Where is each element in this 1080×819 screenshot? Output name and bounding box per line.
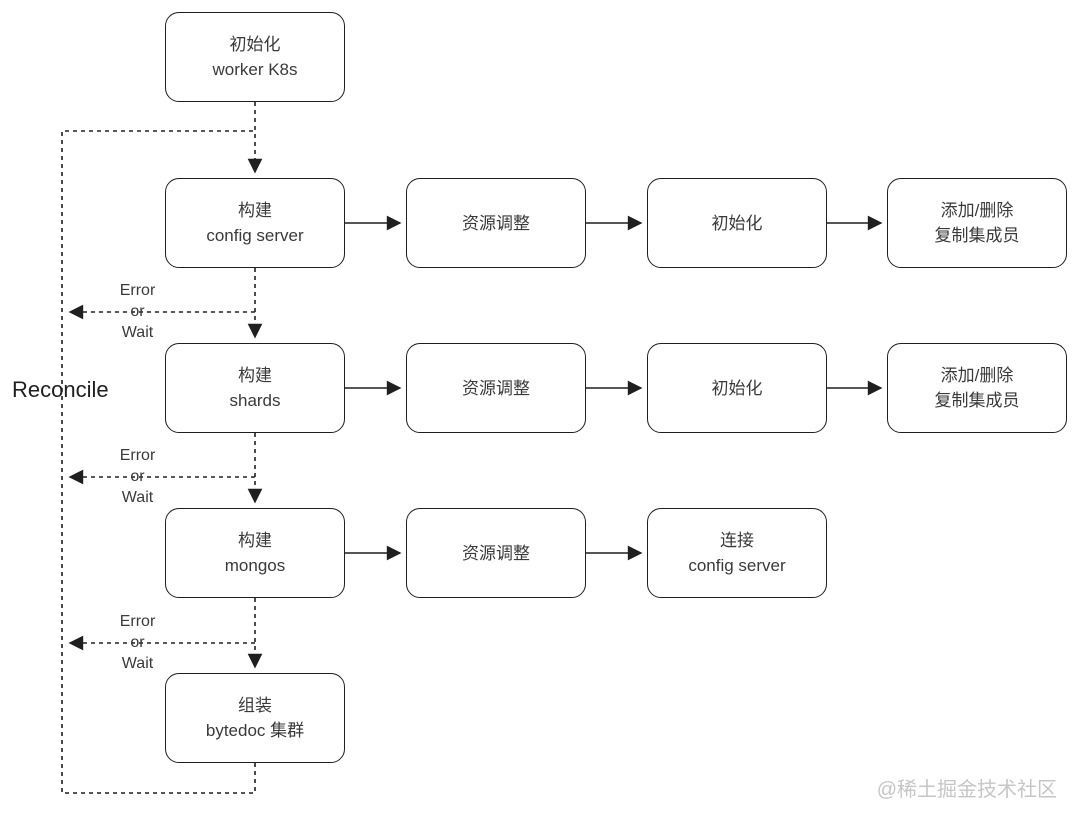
node-label: shards: [229, 391, 281, 410]
node-label: 复制集成员: [934, 391, 1020, 410]
reconcile-loop-line: [61, 130, 256, 794]
node-assemble-bytedoc: 组装 bytedoc 集群: [165, 673, 345, 763]
edge-label-line: or: [130, 303, 145, 320]
node-label: 构建: [238, 366, 272, 385]
node-label: bytedoc 集群: [205, 721, 305, 740]
node-connect-config-server: 连接 config server: [647, 508, 827, 598]
node-build-mongos: 构建 mongos: [165, 508, 345, 598]
edge-label-line: Error: [119, 613, 156, 630]
edge-label-line: Wait: [121, 324, 154, 341]
edge-label-line: Wait: [121, 489, 154, 506]
node-build-shards: 构建 shards: [165, 343, 345, 433]
node-label: 构建: [238, 201, 272, 220]
node-label: config server: [688, 556, 786, 575]
node-init-worker-k8s: 初始化 worker K8s: [165, 12, 345, 102]
node-label: 连接: [720, 531, 754, 550]
reconcile-label: Reconcile: [12, 377, 109, 402]
error-or-wait-label-2: Error or Wait: [95, 445, 180, 508]
node-label: 初始化: [711, 213, 763, 233]
node-label: 初始化: [229, 35, 281, 54]
node-label: 添加/删除: [940, 201, 1014, 220]
node-initialize-1: 初始化: [647, 178, 827, 268]
node-build-config-server: 构建 config server: [165, 178, 345, 268]
node-label: 资源调整: [462, 213, 530, 233]
error-or-wait-label-3: Error or Wait: [95, 611, 180, 674]
node-label: 复制集成员: [934, 226, 1020, 245]
edge-label-line: Error: [119, 282, 156, 299]
node-label: 资源调整: [462, 378, 530, 398]
edge-label-line: Error: [119, 447, 156, 464]
node-label: 资源调整: [462, 543, 530, 563]
node-label: 初始化: [711, 378, 763, 398]
node-resource-adjust-1: 资源调整: [406, 178, 586, 268]
node-label: worker K8s: [212, 60, 298, 79]
node-add-remove-members-2: 添加/删除 复制集成员: [887, 343, 1067, 433]
node-label: 组装: [238, 696, 272, 715]
watermark-text: @稀土掘金技术社区: [876, 779, 1057, 801]
node-add-remove-members-1: 添加/删除 复制集成员: [887, 178, 1067, 268]
node-label: config server: [206, 226, 304, 245]
error-or-wait-label-1: Error or Wait: [95, 280, 180, 343]
node-resource-adjust-3: 资源调整: [406, 508, 586, 598]
node-resource-adjust-2: 资源调整: [406, 343, 586, 433]
node-label: mongos: [224, 556, 286, 575]
node-label: 构建: [238, 531, 272, 550]
node-initialize-2: 初始化: [647, 343, 827, 433]
edge-label-line: or: [130, 468, 145, 485]
edge-label-line: Wait: [121, 655, 154, 672]
edge-label-line: or: [130, 634, 145, 651]
node-label: 添加/删除: [940, 366, 1014, 385]
